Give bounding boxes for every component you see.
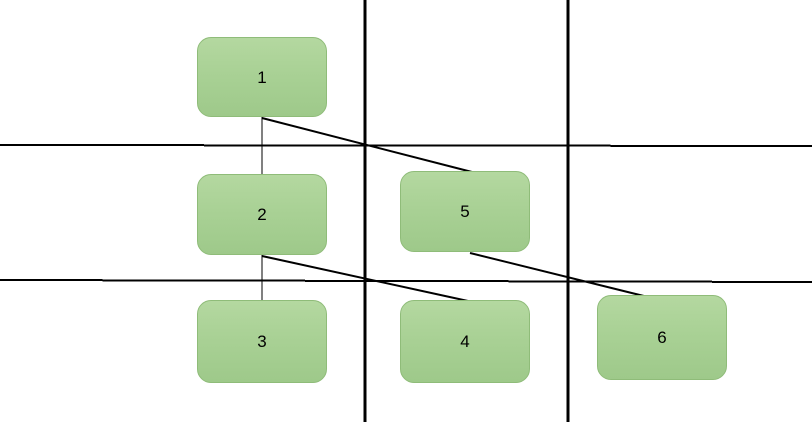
node-6[interactable]: 6 <box>597 295 727 380</box>
node-5[interactable]: 5 <box>400 171 530 252</box>
node-3[interactable]: 3 <box>197 300 327 383</box>
node-3-label: 3 <box>257 332 267 351</box>
node-4-label: 4 <box>460 332 470 351</box>
node-1-label: 1 <box>257 67 267 87</box>
node-2[interactable]: 2 <box>197 174 327 255</box>
grid-h-2 <box>0 279 812 283</box>
grid-h-1 <box>0 144 812 147</box>
node-2-label: 2 <box>257 205 267 224</box>
node-6-label: 6 <box>657 328 667 347</box>
node-5-label: 5 <box>460 202 470 221</box>
connector-node-5-to-node-6 <box>469 252 653 299</box>
connector-node-2-to-node-4 <box>261 255 469 302</box>
node-1[interactable]: 1 <box>197 37 327 117</box>
connector-node-1-to-node-5 <box>261 117 473 173</box>
node-4[interactable]: 4 <box>400 300 530 383</box>
